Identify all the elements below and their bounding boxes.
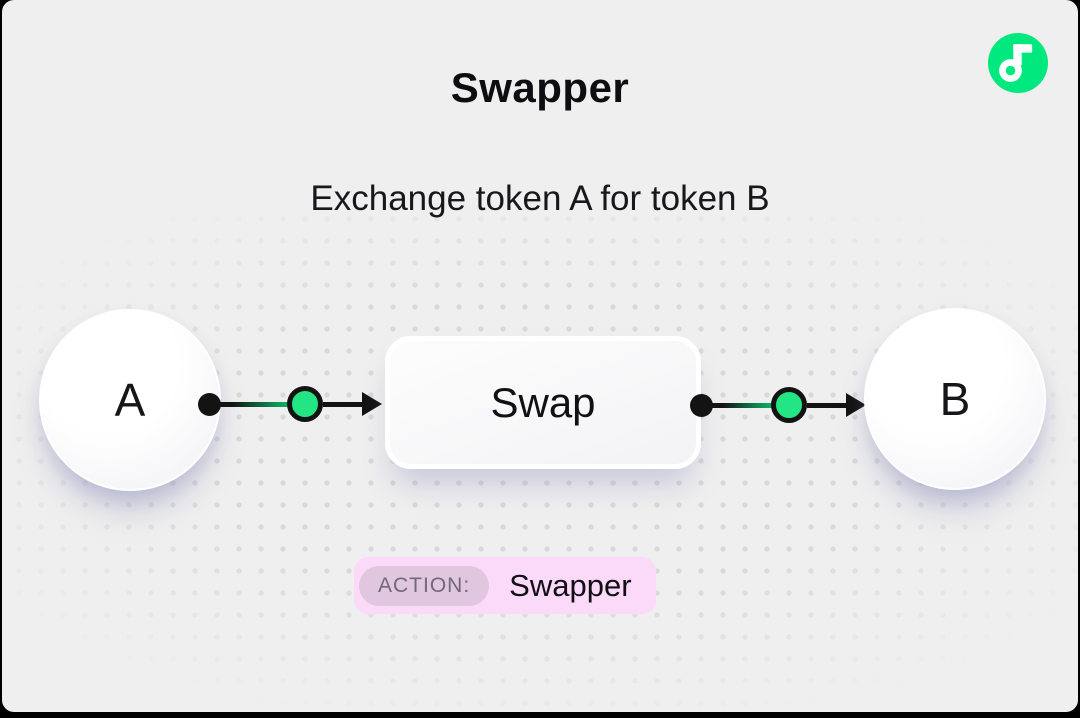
flow-logo-icon [988,33,1048,93]
connector-start-dot-icon [198,392,221,416]
swap-label: Swap [490,378,596,426]
action-badge: ACTION: Swapper [354,557,656,614]
connector-swap-to-b [690,385,866,425]
token-a-node: A [39,309,221,491]
action-badge-label: ACTION: [359,565,490,606]
flow-line [323,401,365,407]
page-title: Swapper [450,64,630,111]
flow-line [807,402,849,408]
token-a-label: A [114,374,146,426]
swap-process-node: Swap [385,336,701,469]
connector-start-dot-icon [690,393,713,417]
connector-a-to-swap [198,384,382,424]
action-badge-value: Swapper [509,567,632,603]
flow-line [218,401,290,407]
flow-line [710,402,774,408]
arrowhead-icon [362,392,382,416]
token-transfer-dot-icon [287,386,323,422]
token-b-label: B [939,373,971,425]
arrowhead-icon [846,393,866,417]
page-subtitle: Exchange token A for token B [310,179,770,218]
token-b-node: B [864,308,1046,490]
token-transfer-dot-icon [771,387,807,423]
